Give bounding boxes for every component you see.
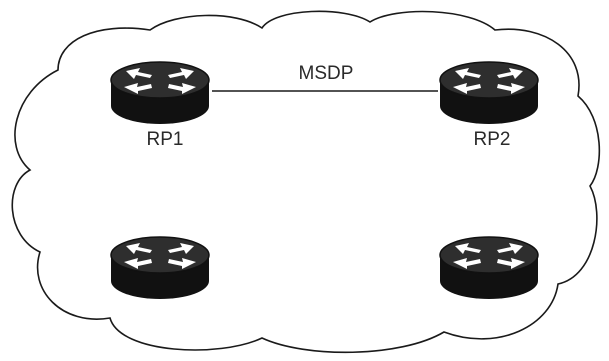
- router-rp1-icon: [110, 61, 210, 125]
- router-rp2-icon: [439, 61, 539, 125]
- router-bottom-right-icon: [439, 236, 539, 300]
- rp2-label: RP2: [474, 129, 511, 150]
- rp1-label: RP1: [147, 129, 184, 150]
- msdp-link-label: MSDP: [299, 63, 354, 84]
- router-bottom-left-icon: [110, 236, 210, 300]
